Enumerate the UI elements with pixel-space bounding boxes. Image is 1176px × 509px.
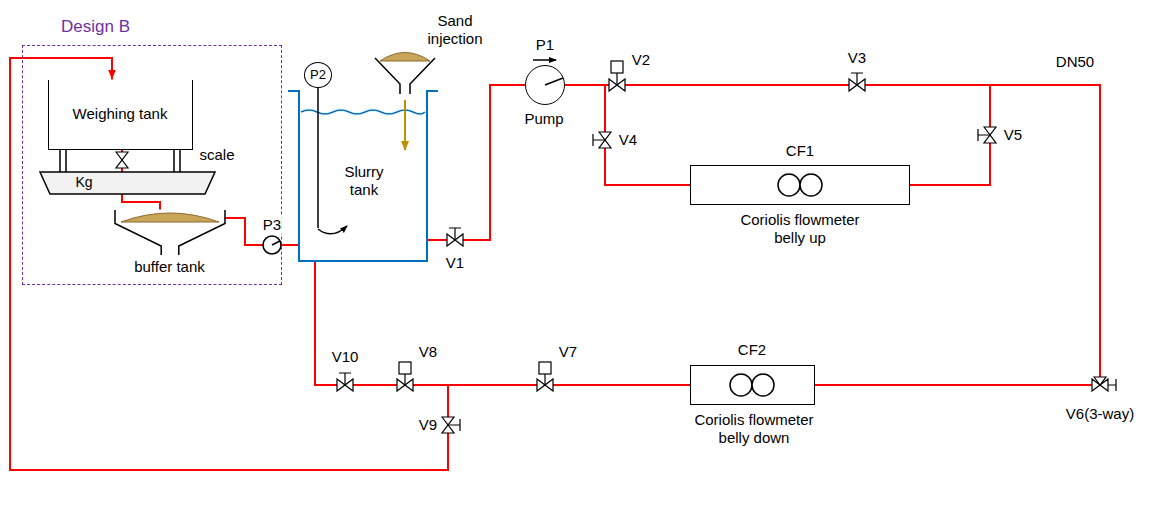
- tag-label: P3: [262, 216, 282, 234]
- tag-label: V8: [418, 343, 438, 361]
- slurry-tank-rim: [301, 110, 425, 114]
- sand-pile: [121, 213, 219, 222]
- design-group-text: Design B: [61, 17, 130, 37]
- valve-symbols: [399, 362, 411, 374]
- flowmeter-tubes: [800, 174, 822, 196]
- funnel-outline: [115, 210, 225, 255]
- pipe: [10, 58, 690, 470]
- sand-hopper: [404, 100, 406, 150]
- tag-label: CF1: [785, 142, 815, 160]
- slurry-tank-rim: [288, 91, 438, 114]
- tag-label: P1: [535, 36, 555, 54]
- flowmeter-tubes: [778, 174, 800, 196]
- flowmeter-tubes: [730, 374, 752, 396]
- agitator-motor: P2: [304, 62, 332, 88]
- flowmeter-tubes: [752, 374, 774, 396]
- agitator-motor-text: P2: [310, 67, 326, 83]
- pipe: [428, 85, 525, 240]
- note-label: Sand injection: [418, 12, 492, 48]
- pump-symbol: [545, 78, 563, 85]
- slurry-tank: Slurry tank: [298, 90, 428, 262]
- flowmeter: Coriolis flowmeter belly up: [690, 165, 910, 205]
- valve-symbols: [611, 61, 623, 73]
- sand-hopper: [375, 53, 435, 151]
- tag-label: V1: [445, 254, 465, 272]
- pump-symbol: [533, 59, 556, 61]
- scale-legs: [60, 150, 180, 172]
- flowmeter-text: Coriolis flowmeter belly down: [679, 411, 829, 447]
- p3-pump: [263, 236, 281, 254]
- valve-symbols: [116, 61, 1116, 433]
- p3-pump: [272, 241, 280, 245]
- scale-legs: [60, 150, 180, 172]
- agitator: [318, 88, 347, 234]
- tag-label: V6(3-way): [1065, 405, 1135, 423]
- sand-hopper: [380, 53, 430, 62]
- scale: scaleKg: [40, 172, 215, 194]
- tag-label: CF2: [737, 341, 767, 359]
- tag-label: V5: [1003, 126, 1023, 144]
- pipe: [815, 85, 1100, 385]
- tag-label: DN50: [1055, 53, 1095, 71]
- agitator: [318, 226, 347, 234]
- pump: Pump: [525, 65, 565, 105]
- valve-symbols: [449, 228, 461, 240]
- valve-symbols: [1108, 379, 1116, 391]
- slurry-tank-text: Slurry tank: [333, 163, 395, 199]
- valve-symbols: [593, 134, 605, 146]
- valve-symbols: [116, 152, 128, 168]
- funnel-wall: [115, 210, 225, 255]
- valve-symbols: [616, 73, 617, 85]
- tag-label: V10: [331, 348, 360, 366]
- agitator: [317, 88, 319, 228]
- slurry-tank-rim: [288, 90, 438, 92]
- valve-symbols: [448, 419, 460, 431]
- scale-platform: [40, 172, 215, 194]
- buffer-tank: buffer tank: [115, 210, 225, 255]
- tag-label: V7: [558, 343, 578, 361]
- tag-label: V9: [418, 416, 438, 434]
- scale-text: scale: [200, 146, 235, 164]
- valve-symbols: [544, 374, 545, 385]
- pipe: [565, 85, 690, 185]
- valve-symbols: [978, 129, 990, 141]
- valve-symbols: [339, 373, 351, 385]
- pipe: [315, 262, 690, 385]
- tag-label: V2: [631, 51, 651, 69]
- valve-symbols: [1092, 377, 1108, 391]
- pipe: [565, 85, 1100, 385]
- valve-symbols: [539, 362, 551, 374]
- valve-symbols: [404, 374, 405, 385]
- buffer-tank-text: buffer tank: [115, 258, 225, 276]
- pump-symbol: [533, 60, 563, 85]
- weighing-tank-text: Weighing tank: [73, 105, 168, 123]
- tag-label: V4: [618, 131, 638, 149]
- tag-label: V3: [847, 49, 867, 67]
- pump-text: Pump: [514, 110, 574, 128]
- scale-outline: [40, 172, 215, 194]
- design-group: Weighing tankscaleKgbuffer tankDesign B: [22, 45, 282, 285]
- p3-pump: [263, 236, 281, 254]
- weighing-tank: Weighing tank: [48, 80, 193, 150]
- valve-symbols: [851, 73, 863, 85]
- scale-text: Kg: [76, 174, 93, 191]
- flowmeter-tubes: [730, 174, 822, 396]
- flowmeter: Coriolis flowmeter belly down: [690, 365, 815, 405]
- flowmeter-text: Coriolis flowmeter belly up: [725, 211, 875, 247]
- sand-hopper: [375, 58, 435, 94]
